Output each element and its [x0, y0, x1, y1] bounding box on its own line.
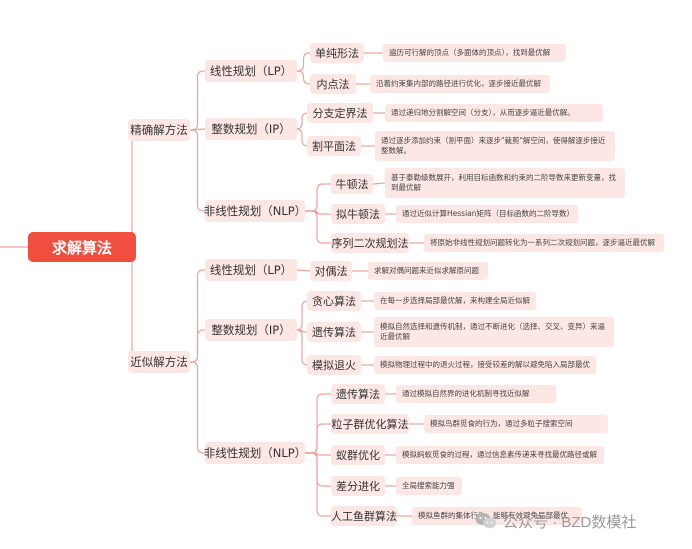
group-approx-ip[interactable]: 整数规划（IP） [205, 319, 297, 341]
connector-root-node-to-branch-approx-methods [125, 246, 139, 363]
method-greedy[interactable]: 贪心算法 [307, 291, 361, 311]
method-cutting-plane-desc: 通过逐步添加约束（割平面）来逐步"裁剪"解空间，使得解逐步接近整数解。 [375, 131, 615, 161]
method-genetic-ip[interactable]: 遗传算法 [307, 322, 361, 342]
wechat-icon [475, 512, 497, 530]
method-pso[interactable]: 粒子群优化算法 [331, 414, 409, 434]
method-dual[interactable]: 对偶法 [310, 261, 352, 281]
method-simplex-desc: 遍历可行解的顶点（多面体的顶点），找到最优解 [383, 44, 566, 62]
connector-group-exact-nlp-to-method-newton [305, 183, 331, 212]
method-simplex[interactable]: 单纯形法 [310, 43, 364, 63]
method-quasi-newton-desc: 通过近似计算Hessian矩阵（目标函数的二阶导数） [396, 205, 578, 223]
connector-group-approx-nlp-to-method-ant-colony [305, 452, 331, 456]
connector-root-node-to-branch-exact-methods [125, 129, 139, 248]
connector-group-approx-nlp-to-method-pso [305, 423, 331, 454]
group-approx-lp[interactable]: 线性规划（LP） [205, 259, 297, 281]
branch-approx-methods[interactable]: 近似解方法 [128, 351, 190, 373]
method-simulated-annealing-desc: 模拟物理过程中的退火过程，接受较差的解以避免陷入局部最优 [374, 356, 596, 374]
group-exact-lp[interactable]: 线性规划（LP） [205, 60, 297, 82]
method-branch-and-bound-desc: 通过递归地分割解空间（分支），从而逐步逼近最优解。 [385, 104, 603, 122]
method-fish-swarm[interactable]: 人工鱼群算法 [331, 506, 397, 526]
watermark-text: 公众号 · BZD数模社 [503, 513, 637, 531]
method-pso-desc: 模拟鸟群觅食的行为，通过多粒子搜索空间 [424, 415, 608, 433]
group-approx-nlp[interactable]: 非线性规划（NLP） [204, 442, 306, 464]
method-genetic-ip-desc: 模拟自然选择和遗传机制，通过不断进化（选择、交叉、变异）来逼近最优解 [374, 317, 614, 347]
watermark: 公众号 · BZD数模社 [475, 509, 636, 533]
connector-group-exact-lp-to-method-interior-point [297, 70, 310, 85]
connector-group-approx-ip-to-method-genetic-ip [297, 329, 307, 333]
connector-group-exact-lp-to-method-simplex [297, 52, 310, 72]
connector-branch-exact-methods-to-group-exact-nlp [190, 129, 205, 212]
method-sqp-desc: 将原始非线性规划问题转化为一系列二次规划问题，逐步逼近最优解 [424, 234, 664, 252]
method-simulated-annealing[interactable]: 模拟退火 [307, 355, 361, 375]
connector-group-exact-nlp-to-method-quasi-newton [305, 210, 331, 215]
connector-method-newton-to-method-newton-desc [372, 182, 386, 185]
group-exact-nlp[interactable]: 非线性规划（NLP） [204, 200, 306, 222]
group-exact-ip[interactable]: 整数规划（IP） [205, 118, 297, 140]
connector-branch-approx-methods-to-group-approx-nlp [190, 361, 205, 454]
method-newton[interactable]: 牛顿法 [331, 174, 373, 194]
root-node[interactable]: 求解算法 [28, 232, 136, 262]
method-fish-swarm-desc: 模拟鱼群的集体行为，能够有效避免局部最优 [412, 507, 582, 525]
method-branch-and-bound[interactable]: 分支定界法 [307, 103, 373, 123]
connector-group-approx-nlp-to-method-differential-evolution [305, 452, 331, 487]
method-interior-point-desc: 沿着约束集内部的路径进行优化，逐步接近最优解 [370, 75, 550, 93]
method-genetic-nlp[interactable]: 遗传算法 [331, 384, 385, 404]
method-ant-colony-desc: 模拟蚂蚁觅食的过程，通过信息素传递来寻找最优路径或解 [396, 446, 604, 464]
method-cutting-plane[interactable]: 割平面法 [307, 136, 361, 156]
connector-group-exact-ip-to-method-branch-and-bound [295, 112, 309, 130]
method-sqp[interactable]: 序列二次规划法 [331, 233, 409, 253]
method-differential-evolution-desc: 全局搜索能力强 [396, 477, 462, 495]
connector-group-exact-ip-to-method-cutting-plane [295, 128, 309, 147]
method-differential-evolution[interactable]: 差分进化 [331, 476, 385, 496]
connector-group-exact-nlp-to-method-sqp [305, 210, 331, 244]
method-ant-colony[interactable]: 蚁群优化 [331, 445, 385, 465]
connector-branch-exact-methods-to-group-exact-lp [190, 70, 205, 131]
connector-group-approx-ip-to-method-simulated-annealing [295, 329, 309, 366]
connector-group-approx-nlp-to-method-fish-swarm [305, 452, 331, 517]
method-dual-desc: 求解对偶问题来近似求解原问题 [368, 262, 488, 280]
method-genetic-nlp-desc: 通过模拟自然界的进化机制寻找近似解 [396, 385, 556, 403]
method-newton-desc: 基于泰勒级数展开，利用目标函数和约束的二阶导数来更新变量，找到最优解 [385, 168, 625, 198]
connector-branch-approx-methods-to-group-approx-ip [190, 329, 205, 363]
method-interior-point[interactable]: 内点法 [310, 74, 356, 94]
method-greedy-desc: 在每一步选择局部最优解，来构建全局近似解 [374, 292, 536, 310]
method-quasi-newton[interactable]: 拟牛顿法 [331, 204, 385, 224]
branch-exact-methods[interactable]: 精确解方法 [128, 119, 190, 141]
connector-group-approx-lp-to-method-dual [296, 269, 311, 272]
